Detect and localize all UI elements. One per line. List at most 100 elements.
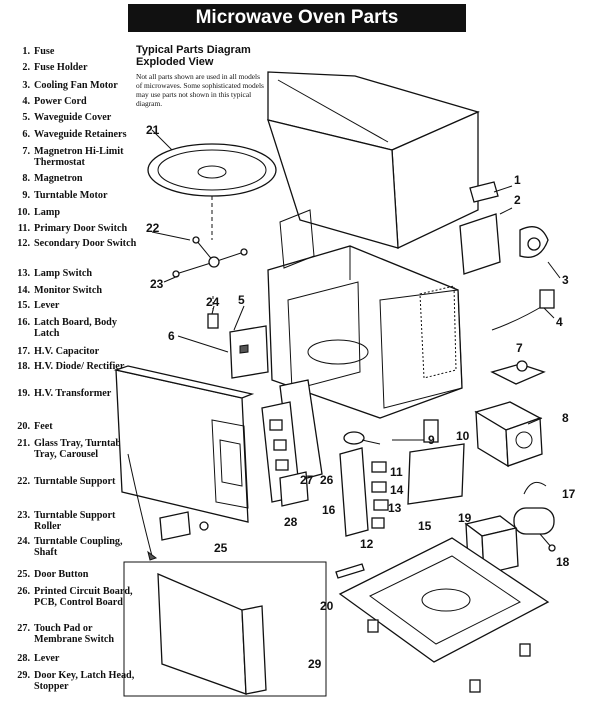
part-number: 25. bbox=[17, 569, 30, 580]
part-number: 26. bbox=[17, 586, 30, 597]
callout-label: 12 bbox=[360, 537, 374, 551]
leader-lines bbox=[151, 129, 561, 445]
diagram-heading-line-2: Exploded View bbox=[136, 56, 214, 68]
callout-label: 5 bbox=[238, 293, 245, 307]
part-number: 21. bbox=[17, 438, 30, 449]
part-number: 4. bbox=[22, 96, 30, 107]
door-button-drawing bbox=[159, 471, 309, 541]
callout-label: 27 bbox=[300, 473, 314, 487]
part-name: Lamp bbox=[34, 207, 61, 218]
part-name: Secondary Door Switch bbox=[34, 238, 137, 249]
part-number: 20. bbox=[17, 421, 30, 432]
part-name: Waveguide Cover bbox=[34, 112, 112, 123]
callout-label: 13 bbox=[388, 501, 402, 515]
callout-label: 7 bbox=[516, 341, 523, 355]
thermostat-drawing bbox=[490, 360, 546, 385]
magnetron-drawing bbox=[474, 401, 543, 468]
callout-label: 17 bbox=[562, 487, 576, 501]
outer-cabinet bbox=[267, 71, 480, 249]
callout-label: 6 bbox=[168, 329, 175, 343]
part-name: Feet bbox=[34, 421, 53, 432]
part-name: Turntable Motor bbox=[34, 190, 108, 201]
part-name: H.V. Transformer bbox=[34, 388, 112, 399]
part-name: Door Key, Latch Head, Stopper bbox=[34, 670, 135, 692]
callout-label: 11 bbox=[390, 465, 403, 479]
callout-label: 2 bbox=[514, 193, 521, 207]
callout-label: 18 bbox=[556, 555, 570, 569]
callout-label: 4 bbox=[556, 315, 563, 329]
callout-label: 15 bbox=[418, 519, 432, 533]
part-number: 16. bbox=[17, 317, 30, 328]
part-number: 10. bbox=[17, 207, 30, 218]
part-number: 14. bbox=[17, 285, 30, 296]
part-number: 13. bbox=[17, 268, 30, 279]
part-name: Touch Pad or Membrane Switch bbox=[34, 623, 115, 645]
waveguide-cover-drawing bbox=[229, 325, 269, 379]
power-cord-drawing bbox=[491, 289, 555, 331]
part-name: Turntable Support Roller bbox=[34, 510, 116, 532]
part-name: Monitor Switch bbox=[34, 285, 103, 296]
callout-label: 14 bbox=[390, 483, 404, 497]
part-number: 7. bbox=[22, 146, 30, 157]
callout-label: 10 bbox=[456, 429, 470, 443]
part-number: 8. bbox=[22, 173, 30, 184]
part-name: Turntable Support bbox=[34, 476, 116, 487]
fan-drawing bbox=[459, 181, 549, 275]
capacitor-drawing bbox=[513, 481, 556, 552]
part-name: Door Button bbox=[34, 569, 89, 580]
diagram-heading-line-1: Typical Parts Diagram bbox=[136, 44, 251, 56]
part-name: Power Cord bbox=[34, 96, 87, 107]
part-name: Magnetron Hi-Limit Thermostat bbox=[34, 146, 124, 168]
part-name: Waveguide Retainers bbox=[34, 129, 127, 140]
turntable-motor-drawing bbox=[343, 419, 465, 505]
part-number: 22. bbox=[17, 476, 30, 487]
diagram-heading: Typical Parts Diagram Exploded View bbox=[136, 44, 251, 68]
callout-label: 23 bbox=[150, 277, 164, 291]
part-name: Fuse bbox=[34, 46, 55, 57]
callout-label: 3 bbox=[562, 273, 569, 287]
part-number: 29. bbox=[17, 670, 30, 681]
part-number: 17. bbox=[17, 346, 30, 357]
part-name: Lever bbox=[34, 300, 60, 311]
part-name: Fuse Holder bbox=[34, 62, 88, 73]
part-name: Lever bbox=[34, 653, 60, 664]
callout-label: 9 bbox=[428, 433, 435, 447]
part-number: 3. bbox=[22, 80, 30, 91]
callout-label: 20 bbox=[320, 599, 334, 613]
part-name: Turntable Coupling, Shaft bbox=[34, 536, 123, 558]
part-name: Glass Tray, Turntable Tray, Carousel bbox=[34, 438, 129, 460]
callout-label: 26 bbox=[320, 473, 334, 487]
part-number: 1. bbox=[22, 46, 30, 57]
door-drawing bbox=[113, 365, 255, 523]
part-name: Magnetron bbox=[34, 173, 83, 184]
part-number: 24. bbox=[17, 536, 30, 547]
part-number: 23. bbox=[17, 510, 30, 521]
part-name: H.V. Capacitor bbox=[34, 346, 100, 357]
part-number: 27. bbox=[17, 623, 30, 634]
door-inset-drawing bbox=[123, 453, 327, 697]
glass-tray-drawing bbox=[147, 143, 277, 240]
turntable-support-drawing bbox=[172, 236, 248, 278]
callout-label: 28 bbox=[284, 515, 298, 529]
callout-label: 16 bbox=[322, 503, 336, 517]
callout-label: 25 bbox=[214, 541, 228, 555]
part-number: 15. bbox=[17, 300, 30, 311]
base-plate-drawing bbox=[335, 537, 550, 693]
part-number: 11. bbox=[17, 223, 30, 234]
part-name: Latch Board, Body Latch bbox=[34, 317, 117, 339]
part-number: 12. bbox=[17, 238, 30, 249]
part-name: Cooling Fan Motor bbox=[34, 80, 118, 91]
part-number: 2. bbox=[22, 62, 30, 73]
callout-label: 19 bbox=[458, 511, 472, 525]
latch-board-drawing bbox=[339, 447, 389, 537]
part-number: 6. bbox=[22, 129, 30, 140]
callout-label: 22 bbox=[146, 221, 160, 235]
part-number: 9. bbox=[22, 190, 30, 201]
part-number: 19. bbox=[17, 388, 30, 399]
callout-label: 21 bbox=[146, 123, 160, 137]
part-name: H.V. Diode/ Rectifier bbox=[34, 361, 125, 372]
part-name: Lamp Switch bbox=[34, 268, 93, 279]
